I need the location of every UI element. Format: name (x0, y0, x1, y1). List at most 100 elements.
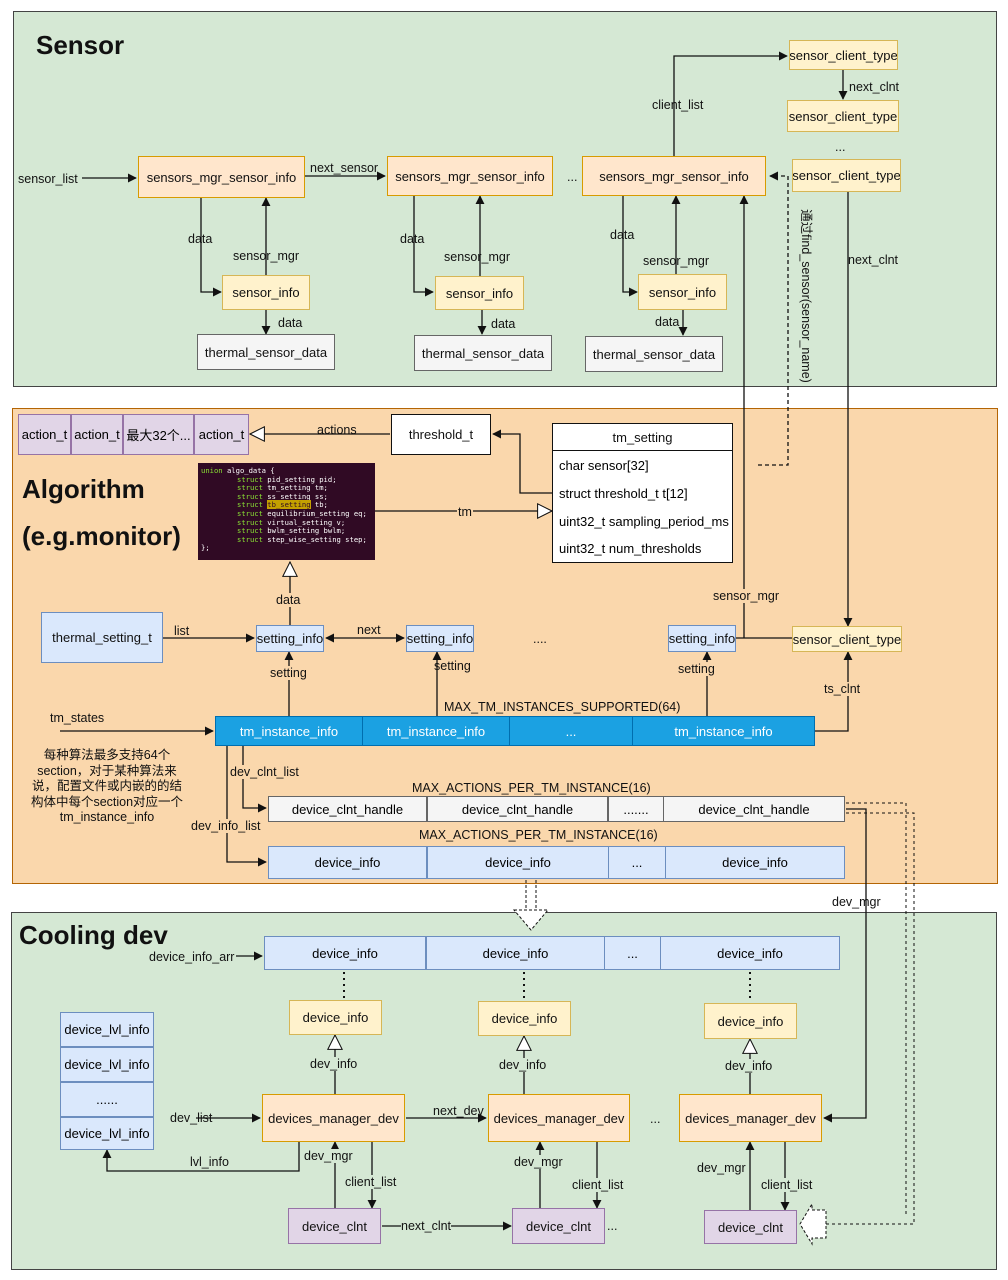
device-clnt-3[interactable]: device_clnt (704, 1210, 797, 1244)
code-union-keyword: union (201, 466, 223, 475)
device-info-cool-1[interactable]: device_info (289, 1000, 382, 1035)
cooling-panel (11, 912, 997, 1270)
device-lvl-info-1[interactable]: device_lvl_info (60, 1012, 154, 1047)
list-label: list (174, 624, 190, 638)
device-info-arr-2[interactable]: device_info (426, 936, 605, 970)
sensor-client-type-2[interactable]: sensor_client_type (787, 100, 899, 132)
setting-label-3: setting (678, 662, 715, 676)
note-line-5: tm_instance_info (59, 810, 155, 824)
device-info-arr-label: device_info_arr (149, 950, 235, 964)
code-member: step_wise_setting step; (262, 534, 367, 544)
dev-list-label: dev_list (170, 1111, 213, 1125)
tm-setting-field-threshold: struct threshold_t t[12] (552, 479, 733, 507)
next-label: next (357, 623, 381, 637)
sensor-mgr-label-algo: sensor_mgr (713, 589, 779, 603)
sensor-info-2[interactable]: sensor_info (435, 276, 524, 310)
device-info-arr-ellipsis[interactable]: ... (604, 936, 661, 970)
dev-info-list-label: dev_info_list (191, 819, 261, 833)
device-clnt-handle-1[interactable]: device_clnt_handle (268, 796, 427, 822)
thermal-sensor-data-3[interactable]: thermal_sensor_data (585, 336, 723, 372)
next-clnt-label-2: next_clnt (848, 253, 899, 267)
algo-data-code-snippet: union algo_data { struct pid_setting pid… (198, 463, 375, 560)
device-clnt-2[interactable]: device_clnt (512, 1208, 605, 1244)
next-sensor-label: next_sensor (310, 161, 379, 175)
device-lvl-info-3[interactable]: device_lvl_info (60, 1117, 154, 1150)
sensors-mgr-sensor-info-1[interactable]: sensors_mgr_sensor_info (138, 156, 305, 198)
note-line-2: section，对于某种算法来 (37, 763, 177, 778)
device-clnt-handle-2[interactable]: device_clnt_handle (427, 796, 608, 822)
action-t-3[interactable]: action_t (194, 414, 249, 455)
lvl-info-label: lvl_info (190, 1155, 229, 1169)
dev-mgr-label-3: dev_mgr (697, 1161, 746, 1175)
ts-clnt-label: ts_clnt (824, 682, 861, 696)
setting-info-2[interactable]: setting_info (406, 625, 474, 652)
sensors-mgr-sensor-info-3[interactable]: sensors_mgr_sensor_info (582, 156, 766, 196)
devices-manager-dev-2[interactable]: devices_manager_dev (488, 1094, 630, 1142)
max-tm-instances-label: MAX_TM_INSTANCES_SUPPORTED(64) (444, 700, 681, 714)
device-lvl-info-2[interactable]: device_lvl_info (60, 1047, 154, 1082)
code-member-highlight: tb_setting (267, 500, 311, 510)
data-label-1b: data (278, 316, 303, 330)
device-clnt-handle-3[interactable]: device_clnt_handle (663, 796, 845, 822)
device-info-algo-ellipsis[interactable]: ... (608, 846, 666, 879)
device-info-arr-1[interactable]: device_info (264, 936, 426, 970)
code-union-name: algo_data { (222, 466, 275, 475)
action-t-2[interactable]: action_t (71, 414, 123, 455)
thermal-setting-t[interactable]: thermal_setting_t (41, 612, 163, 663)
code-member: ss_setting ss; (262, 491, 328, 501)
setting-info-3[interactable]: setting_info (668, 625, 736, 652)
device-info-cool-3[interactable]: device_info (704, 1003, 797, 1039)
device-info-arr-3[interactable]: device_info (660, 936, 840, 970)
data-label-2b: data (491, 317, 516, 331)
algorithm-section-subtitle: (e.g.monitor) (22, 521, 181, 551)
device-clnt-1[interactable]: device_clnt (288, 1208, 381, 1244)
client-list-label-2: client_list (572, 1178, 624, 1192)
setting-info-1[interactable]: setting_info (256, 625, 324, 652)
device-clnt-handle-ellipsis[interactable]: ....... (608, 796, 664, 822)
sensor-client-type-1[interactable]: sensor_client_type (789, 40, 898, 70)
sensor-info-3[interactable]: sensor_info (638, 274, 727, 310)
tm-setting-field-sensor: char sensor[32] (552, 451, 733, 479)
sensors-mgr-sensor-info-2[interactable]: sensors_mgr_sensor_info (387, 156, 553, 196)
dev-clnt-list-label: dev_clnt_list (230, 765, 299, 779)
actions-label: actions (317, 423, 357, 437)
device-lvl-info-ellipsis[interactable]: ...... (60, 1082, 154, 1117)
tm-instance-info-ellipsis[interactable]: ... (509, 716, 633, 746)
algorithm-note: 每种算法最多支持64个 section，对于某种算法来 说，配置文件或内嵌的的结… (26, 748, 188, 826)
code-close: }; (201, 543, 210, 553)
dev-mgr-label-2: dev_mgr (514, 1155, 563, 1169)
sensor-panel (13, 11, 997, 387)
tm-instance-info-2[interactable]: tm_instance_info (362, 716, 510, 746)
sensor-client-type-3[interactable]: sensor_client_type (792, 159, 901, 192)
action-t-1[interactable]: action_t (18, 414, 71, 455)
action-t-max[interactable]: 最大32个... (123, 414, 194, 455)
note-line-1: 每种算法最多支持64个 (43, 748, 171, 762)
setting-dots: .... (533, 632, 547, 646)
device-info-algo-3[interactable]: device_info (665, 846, 845, 879)
code-kw: struct (237, 508, 263, 518)
code-member: tm_setting tm; (262, 483, 328, 493)
setting-label-2: setting (434, 659, 471, 673)
thermal-sensor-data-2[interactable]: thermal_sensor_data (414, 335, 552, 371)
devices-manager-dev-1[interactable]: devices_manager_dev (262, 1094, 405, 1142)
sensor-info-1[interactable]: sensor_info (222, 275, 310, 310)
code-kw: struct (237, 483, 263, 493)
tm-instance-info-1[interactable]: tm_instance_info (215, 716, 363, 746)
sensor-client-type-algo[interactable]: sensor_client_type (792, 626, 902, 652)
device-info-cool-2[interactable]: device_info (478, 1001, 571, 1036)
devices-manager-dev-3[interactable]: devices_manager_dev (679, 1094, 822, 1142)
tm-instance-info-3[interactable]: tm_instance_info (632, 716, 815, 746)
note-line-3: 说，配置文件或内嵌的的结 (31, 779, 182, 793)
device-info-algo-1[interactable]: device_info (268, 846, 427, 879)
dev-mgr-label-top: dev_mgr (832, 895, 881, 909)
tm-setting-field-sampling: uint32_t sampling_period_ms (552, 507, 733, 535)
threshold-t-box[interactable]: threshold_t (391, 414, 491, 455)
thermal-sensor-data-1[interactable]: thermal_sensor_data (197, 334, 335, 370)
sensor-mgr-label-3: sensor_mgr (643, 254, 709, 268)
code-kw: struct (237, 474, 263, 484)
sensor-mgr-label-1: sensor_mgr (233, 249, 299, 263)
tm-setting-title[interactable]: tm_setting (552, 423, 733, 451)
device-info-algo-2[interactable]: device_info (427, 846, 609, 879)
manager-ellipsis: ... (650, 1112, 661, 1126)
